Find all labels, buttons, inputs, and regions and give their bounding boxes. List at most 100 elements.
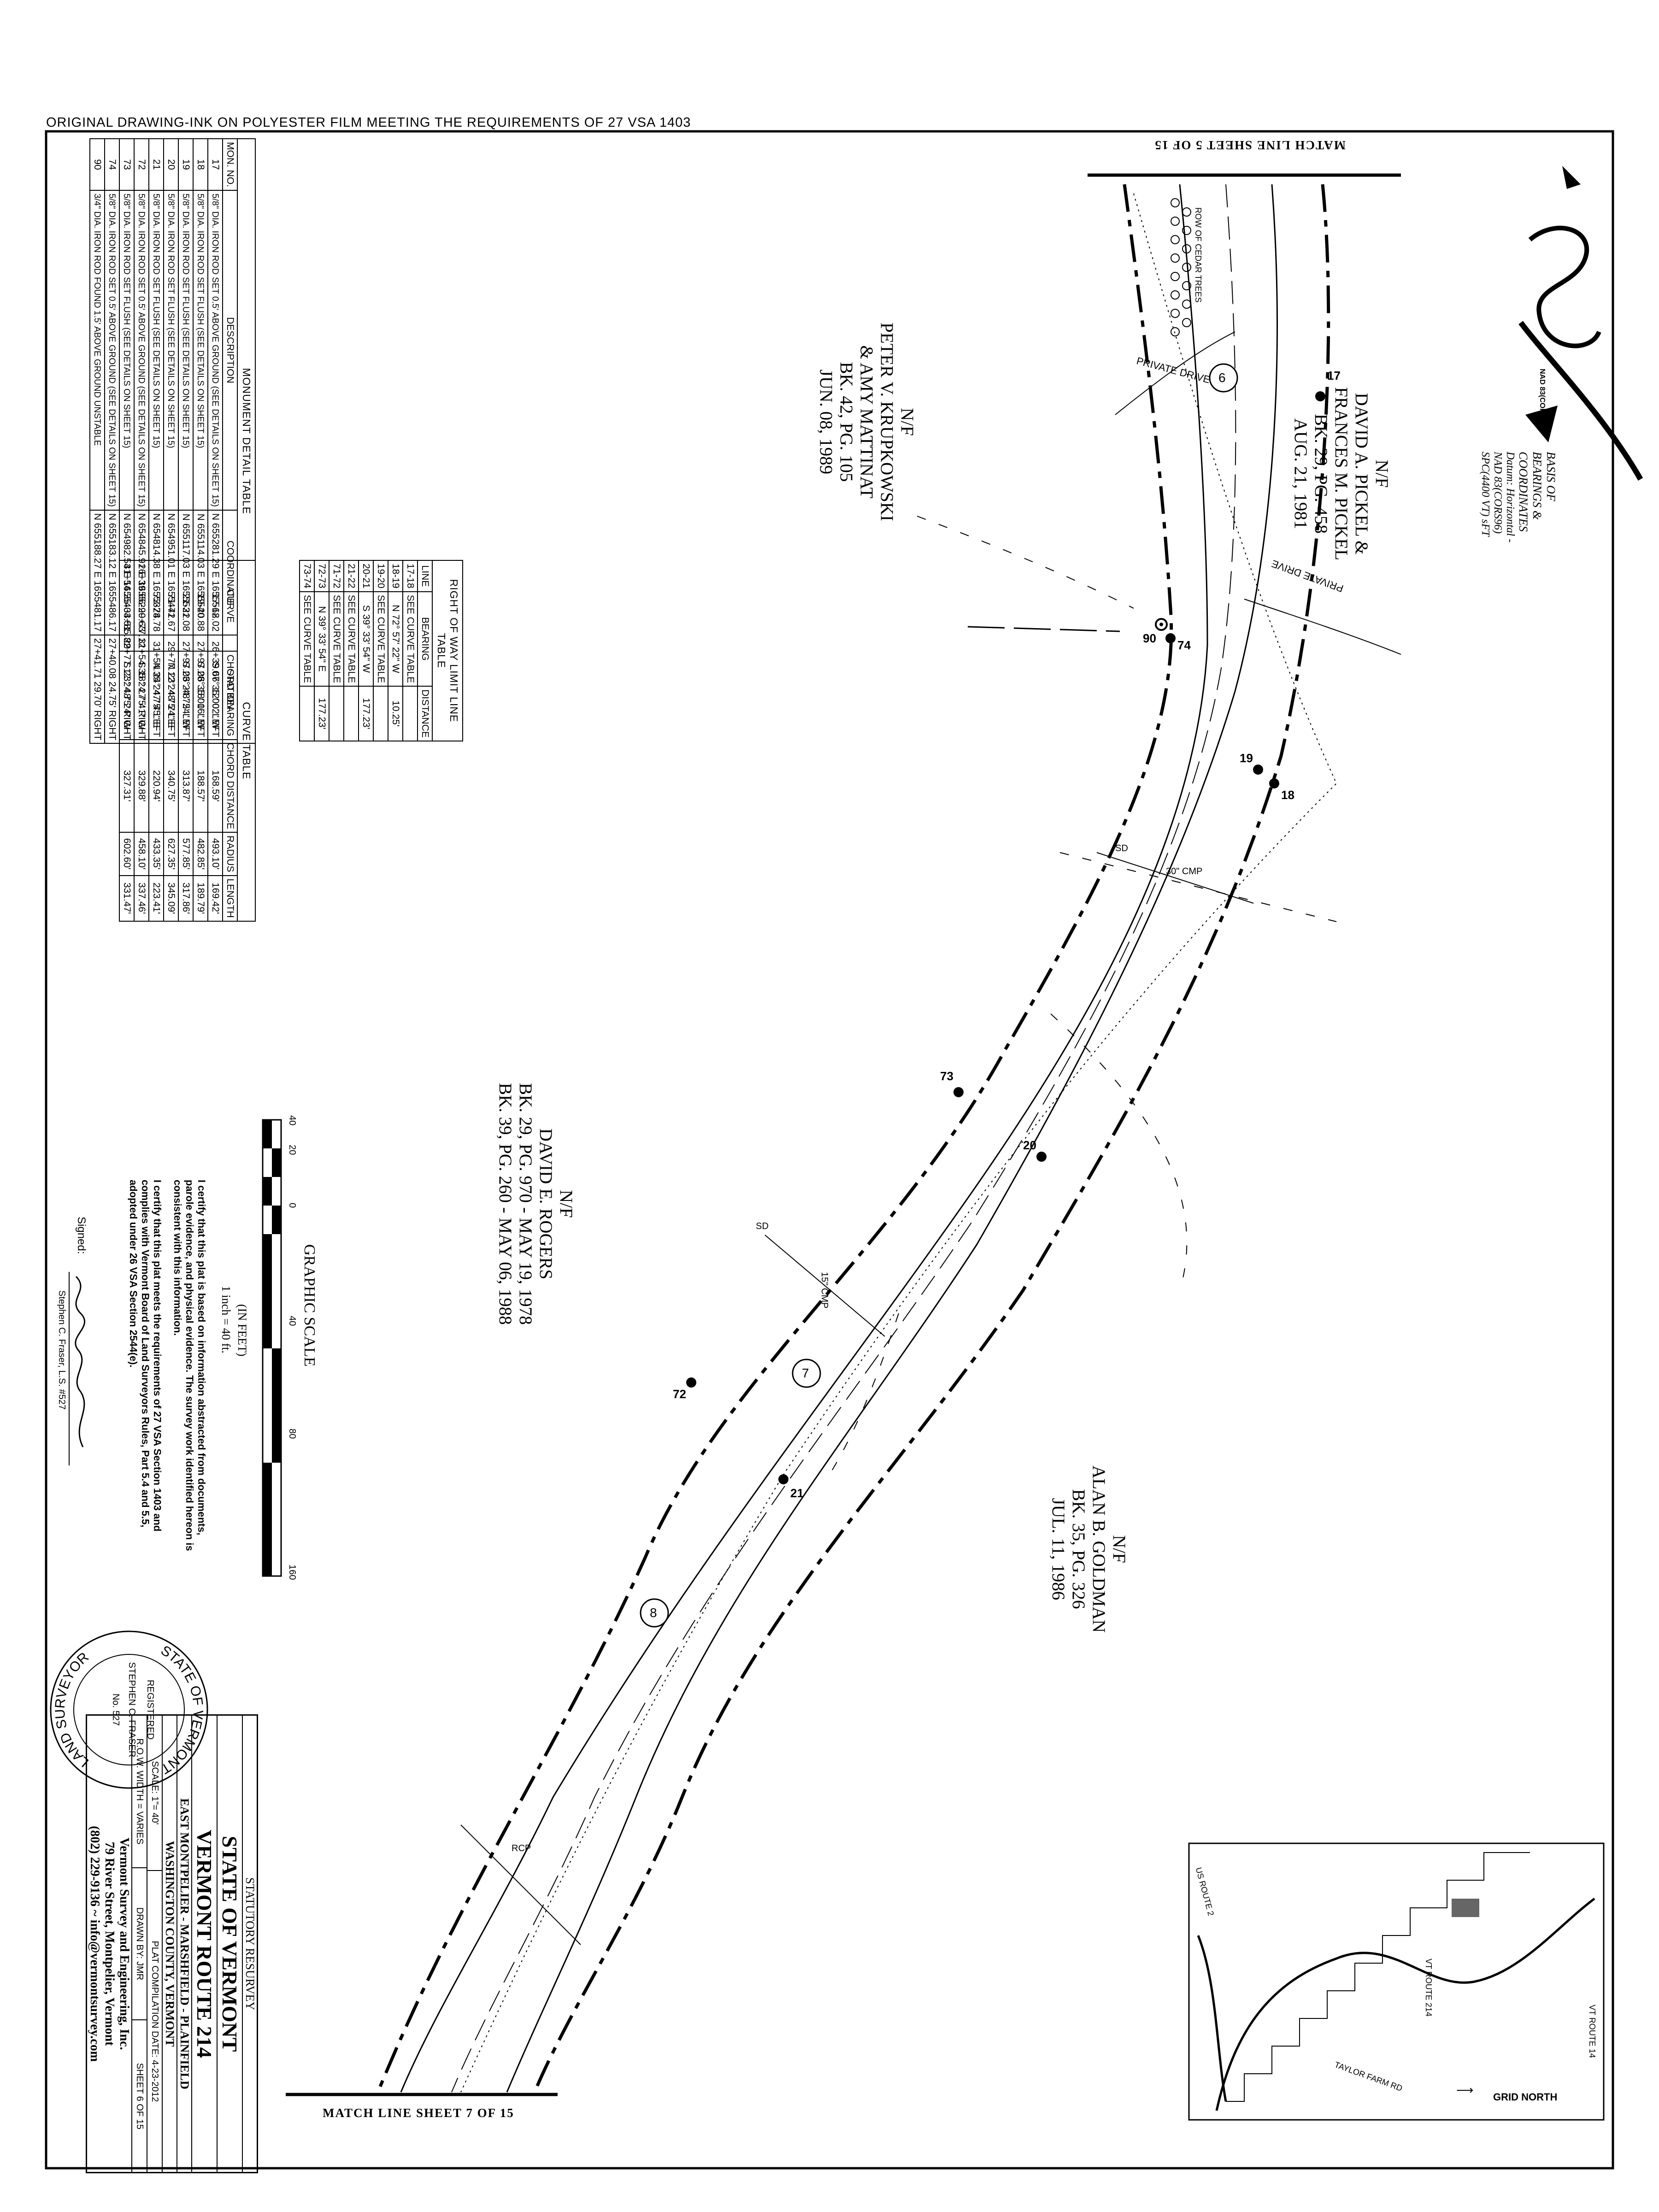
scale-tick-40b: 40 <box>287 1316 297 1326</box>
vt14-label: VT ROUTE 14 <box>1588 2005 1597 2058</box>
seal-number: No. 527 <box>111 1694 121 1726</box>
scale-tick-160: 160 <box>287 1565 297 1580</box>
mon-header-no: MON. NO. <box>223 139 237 190</box>
culvert-30-label: 30" CMP <box>1166 866 1203 877</box>
basis-text-block: BASIS OF BEARINGS & COORDINATES Datum: H… <box>1479 452 1558 553</box>
parcel-8-circle <box>640 1598 669 1628</box>
sheet-border <box>45 130 1614 2170</box>
tb-towns: EAST MONTPELIER - MARSHFIELD - PLAINFIEL… <box>176 1716 191 2172</box>
fence-line-1 <box>917 516 1134 609</box>
fence-line-3 <box>1059 852 1337 922</box>
sd-label-1: SD <box>1115 843 1128 853</box>
cert-para-1: I certify that this plat is based on inf… <box>172 1180 207 1551</box>
private-drive-top <box>1115 331 1235 415</box>
scale-ratio: 1 inch = 40 ft. <box>219 1286 233 1353</box>
tb-scale: SCALE: 1"= 40' <box>147 1716 162 1871</box>
sd-label-2: SD <box>756 1221 769 1231</box>
tb-contact: (802) 229-9136 ~ info@vermontsurvey.com <box>88 1826 102 2062</box>
monument-21 <box>778 1474 788 1484</box>
tb-state: STATE OF VERMONT <box>217 1716 242 2172</box>
fence-line-5 <box>829 1313 899 1475</box>
cert-para-2: I certify that this plat meets the requi… <box>128 1180 163 1532</box>
parcel-6-circle <box>1209 363 1238 393</box>
monument-label-72: 72 <box>673 1387 686 1401</box>
datum-text: Datum: Horizontal - NAD 83(CORS96) SPC(4… <box>1479 452 1516 543</box>
fence-line-4 <box>1050 1013 1188 1291</box>
vt214-label: VT ROUTE 214 <box>1424 1959 1433 2017</box>
tb-route: VERMONT ROUTE 214 <box>191 1716 217 2172</box>
scale-tick-40a: 40 <box>287 1115 297 1126</box>
scale-unit: (IN FEET) <box>235 1304 249 1357</box>
row-line-right <box>533 184 1330 2093</box>
monument-18 <box>1269 778 1279 788</box>
monument-markers <box>686 391 1325 1484</box>
monument-label-20: 20 <box>1023 1138 1036 1152</box>
monument-74 <box>1165 633 1176 643</box>
signer-name: Stephen C. Fraser, L.S. #527 <box>57 1290 67 1410</box>
tb-firm: Vermont Survey and Engineering, Inc. <box>117 1837 131 2050</box>
rcp-label: RCP <box>512 1843 531 1853</box>
storm-drain-30 <box>1096 852 1254 904</box>
parcel-7-circle <box>792 1359 821 1388</box>
signed-label: Signed: <box>75 1217 88 1254</box>
nad-logo-text: NAD 83(CORS96) <box>1538 369 1546 429</box>
grid-north-label: GRID NORTH <box>1493 2091 1558 2103</box>
scale-tick-20: 20 <box>287 1145 297 1155</box>
signature-image <box>69 1272 86 1465</box>
tb-type: STATUTORY RESURVEY <box>242 1716 257 2172</box>
header-note: ORIGINAL DRAWING-INK ON POLYESTER FILM M… <box>46 115 691 130</box>
storm-drain-rcp <box>460 1824 581 1945</box>
monument-label-19: 19 <box>1240 751 1253 765</box>
cedar-row-label: ROW OF CEDAR TREES <box>1194 207 1203 303</box>
tb-county: WASHINGTON COUNTY, VERMONT <box>162 1716 176 2172</box>
monument-20 <box>1036 1152 1047 1162</box>
surveyor-seal: STATE OF VERMONT LAND SURVEYOR REGISTERE… <box>50 1630 208 1789</box>
tb-drawn-by: DRAWN BY: JMR <box>132 1868 147 2021</box>
private-drive-right <box>1244 599 1401 655</box>
parcel-8-label: 8 <box>650 1606 657 1620</box>
graphic-scale-bar <box>262 1119 282 1577</box>
culvert-15-label: 15" CMP <box>819 1272 830 1309</box>
tb-row-width: R.O.W. WIDTH = VARIES <box>132 1716 147 1868</box>
monument-19 <box>1253 765 1263 775</box>
monument-17 <box>1315 391 1325 401</box>
row-line-left <box>376 184 1173 2093</box>
road-edge-right <box>506 184 1278 2093</box>
cedar-trees <box>1171 198 1191 336</box>
storm-drain-15 <box>765 1235 885 1337</box>
monument-label-74: 74 <box>1177 638 1191 652</box>
fence-line-2 <box>967 626 1120 632</box>
parcel-7-label: 7 <box>802 1366 809 1380</box>
monument-label-17: 17 <box>1327 369 1341 382</box>
location-map <box>1188 1842 1605 2121</box>
seal-name: STEPHEN C. FRASER <box>127 1662 137 1758</box>
certification-block: I certify that this plat is based on inf… <box>127 1180 207 1558</box>
seal-registered: REGISTERED <box>145 1680 155 1740</box>
monument-label-90: 90 <box>1143 631 1156 645</box>
scale-tick-0: 0 <box>287 1203 297 1208</box>
tb-address: 79 River Street, Montpelier, Vermont <box>102 1841 117 2046</box>
monument-73 <box>953 1087 964 1097</box>
basis-title: BASIS OF BEARINGS & COORDINATES <box>1517 452 1558 532</box>
centerline <box>451 184 1236 2093</box>
monument-72 <box>686 1377 696 1388</box>
monument-label-21: 21 <box>790 1486 804 1500</box>
